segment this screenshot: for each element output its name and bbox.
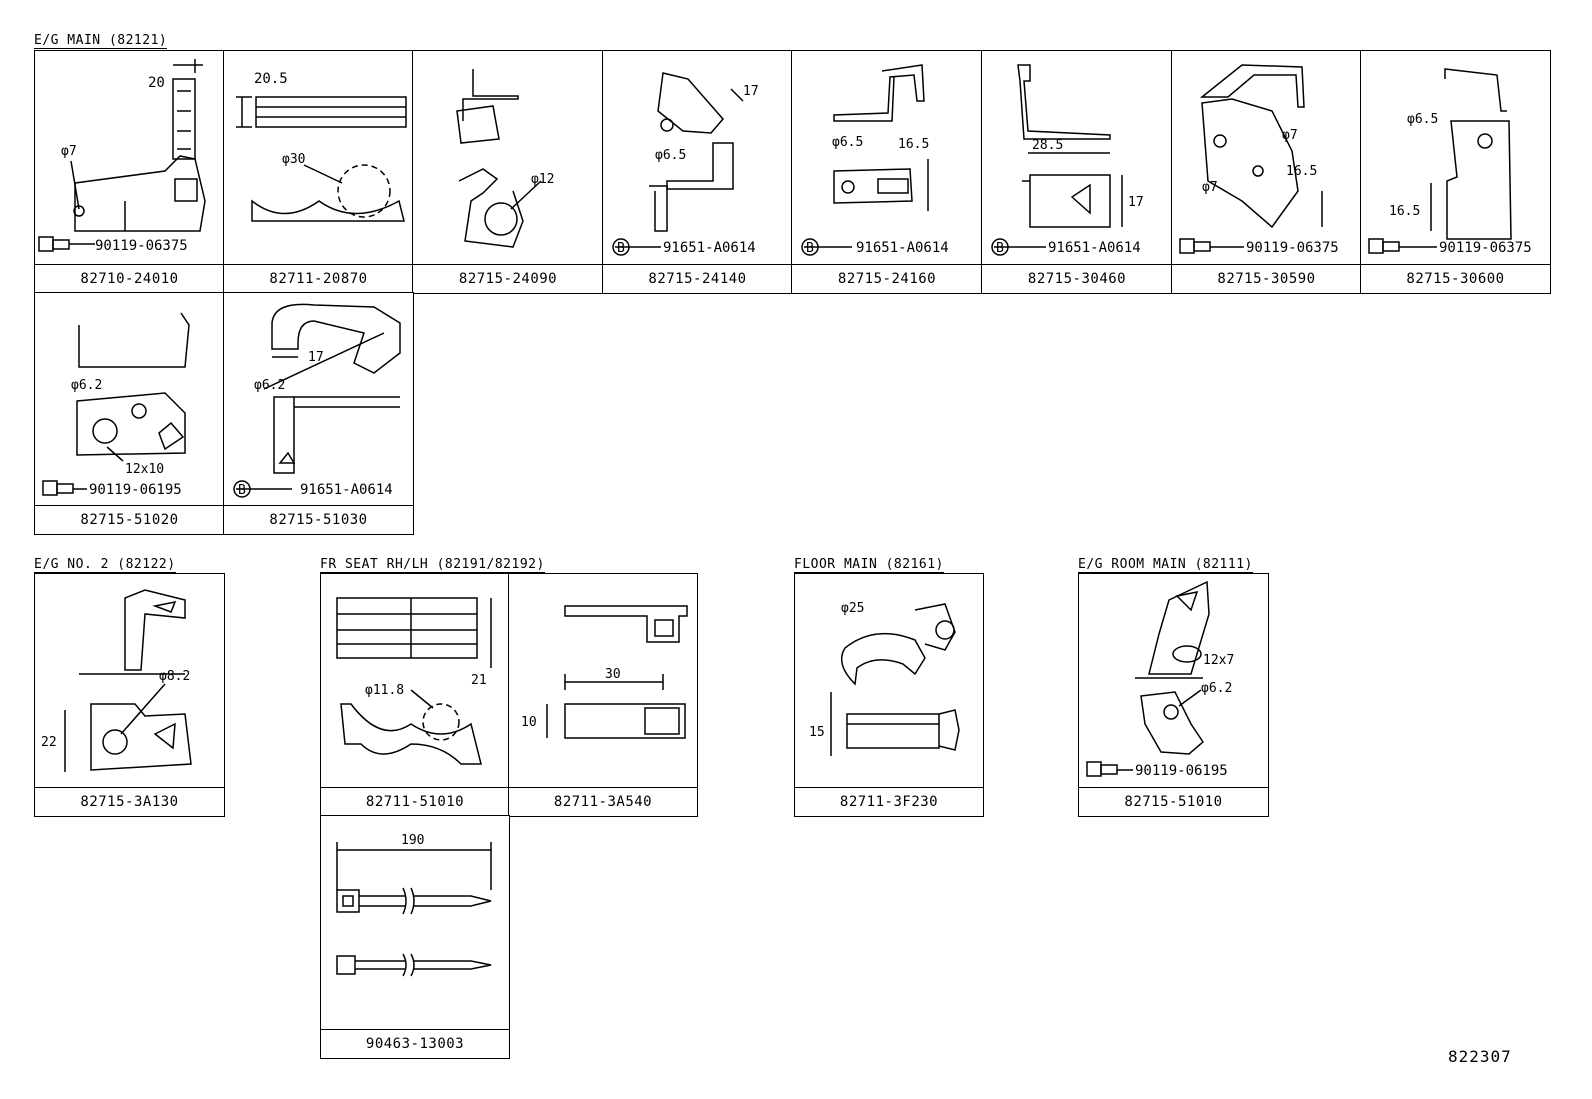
part-number[interactable]: 82715-51020 bbox=[35, 505, 224, 534]
part-cell-82715-30460[interactable]: 28.5 17 B 91651-A0614 82715-30460 bbox=[981, 50, 1173, 294]
part-number[interactable]: 82715-51030 bbox=[224, 505, 413, 534]
part-illustration: 21 φ11.8 bbox=[336, 597, 492, 765]
part-illustration: 17 φ6.5 B 91651-A0614 bbox=[612, 72, 759, 256]
dim-label: φ6.5 bbox=[832, 135, 863, 150]
dim-label: φ6.2 bbox=[254, 378, 285, 393]
fastener-marker: B bbox=[238, 483, 246, 498]
dim-label: 16.5 bbox=[1389, 204, 1420, 219]
dim-label: 12x10 bbox=[125, 462, 164, 477]
part-illustration: 12x7 φ6.2 90119-06195 bbox=[1086, 580, 1234, 779]
fastener-marker: B bbox=[806, 241, 814, 256]
part-cell-82711-51010[interactable]: 21 φ11.8 82711-51010 bbox=[320, 573, 510, 817]
part-number[interactable]: 82715-3A130 bbox=[35, 787, 224, 816]
section-title-eg-room-main: E/G ROOM MAIN (82111) bbox=[1078, 557, 1253, 573]
part-illustration: φ6.2 12x10 90119-06195 bbox=[42, 312, 190, 498]
section-title-eg-main: E/G MAIN (82121) bbox=[34, 33, 168, 49]
part-cell-82715-24090[interactable]: φ12 82715-24090 bbox=[412, 50, 604, 294]
part-cell-82715-3A130[interactable]: φ8.2 22 82715-3A130 bbox=[34, 573, 225, 817]
part-number[interactable]: 82715-30460 bbox=[982, 264, 1172, 293]
part-number[interactable]: 82711-20870 bbox=[224, 264, 413, 293]
section-title-eg-no2: E/G NO. 2 (82122) bbox=[34, 557, 176, 573]
part-cell-82711-20870[interactable]: 20.5 φ30 82711-20870 bbox=[223, 50, 414, 294]
dim-label: φ7 bbox=[1202, 180, 1218, 195]
part-illustration: 190 bbox=[336, 833, 492, 977]
dim-label: 17 bbox=[1128, 195, 1144, 210]
part-number[interactable]: 90463-13003 bbox=[321, 1029, 509, 1058]
dim-label: φ6.5 bbox=[1407, 112, 1438, 127]
part-number[interactable]: 82715-24140 bbox=[603, 264, 792, 293]
fastener-part-number: 90119-06195 bbox=[89, 482, 182, 498]
part-illustration: 20.5 φ30 bbox=[236, 71, 407, 222]
part-number[interactable]: 82711-3A540 bbox=[509, 787, 697, 816]
fastener-marker: B bbox=[617, 241, 625, 256]
dim-label: φ6.2 bbox=[1201, 681, 1232, 696]
part-cell-82715-24140[interactable]: 17 φ6.5 B 91651-A0614 82715-24140 bbox=[602, 50, 793, 294]
fastener-part-number: 90119-06375 bbox=[1439, 240, 1532, 256]
section-title-floor-main: FLOOR MAIN (82161) bbox=[794, 557, 944, 573]
fastener-marker: B bbox=[996, 241, 1004, 256]
dim-label: 12x7 bbox=[1203, 653, 1234, 668]
part-cell-82711-3A540[interactable]: 30 10 82711-3A540 bbox=[508, 573, 698, 817]
fastener-part-number: 91651-A0614 bbox=[663, 240, 756, 256]
dim-label: φ6.5 bbox=[655, 148, 686, 163]
dim-label: φ7 bbox=[61, 144, 77, 159]
part-illustration: φ6.5 16.5 90119-06375 bbox=[1368, 68, 1532, 256]
dim-label: φ7 bbox=[1282, 128, 1298, 143]
dim-label: 22 bbox=[41, 735, 57, 750]
dim-label: 17 bbox=[308, 350, 324, 365]
part-illustration: 17 φ6.2 B 91651-A0614 bbox=[233, 303, 401, 498]
part-number[interactable]: 82711-3F230 bbox=[795, 787, 983, 816]
fastener-part-number: 91651-A0614 bbox=[1048, 240, 1141, 256]
part-illustration: 30 10 bbox=[521, 605, 688, 739]
dim-label: φ30 bbox=[282, 152, 305, 167]
part-illustration: φ6.5 16.5 B 91651-A0614 bbox=[801, 64, 949, 256]
part-illustration: φ12 bbox=[456, 69, 554, 248]
dim-label: 28.5 bbox=[1032, 138, 1063, 153]
dim-label: 21 bbox=[471, 673, 487, 688]
part-number[interactable]: 82715-30600 bbox=[1361, 264, 1550, 293]
dim-label: 15 bbox=[809, 725, 825, 740]
fastener-part-number: 90119-06195 bbox=[1135, 763, 1228, 779]
dim-label: 190 bbox=[401, 833, 424, 848]
diagram-id: 822307 bbox=[1448, 1047, 1512, 1066]
dim-label: 30 bbox=[605, 667, 621, 682]
part-number[interactable]: 82715-51010 bbox=[1079, 787, 1268, 816]
part-number[interactable]: 82711-51010 bbox=[321, 787, 509, 816]
part-cell-82715-30590[interactable]: φ7 φ7 16.5 90119-06375 82715-30590 bbox=[1171, 50, 1362, 294]
fastener-part-number: 90119-06375 bbox=[1246, 240, 1339, 256]
part-cell-82710-24010[interactable]: 20 φ7 90119-06375 82710-24010 bbox=[34, 50, 225, 294]
dim-label: φ12 bbox=[531, 172, 554, 187]
part-cell-82715-51020[interactable]: φ6.2 12x10 90119-06195 82715-51020 bbox=[34, 292, 225, 535]
part-illustration: 20 φ7 90119-06375 bbox=[38, 59, 206, 254]
dim-label: 20.5 bbox=[254, 71, 288, 87]
part-illustration: 28.5 17 B 91651-A0614 bbox=[991, 64, 1144, 256]
dim-label: φ6.2 bbox=[71, 378, 102, 393]
part-cell-82715-30600[interactable]: φ6.5 16.5 90119-06375 82715-30600 bbox=[1360, 50, 1551, 294]
fastener-part-number: 90119-06375 bbox=[95, 238, 188, 254]
fastener-part-number: 91651-A0614 bbox=[300, 482, 393, 498]
dim-label: 16.5 bbox=[898, 137, 929, 152]
part-illustration: φ7 φ7 16.5 90119-06375 bbox=[1179, 64, 1339, 256]
part-illustration: φ8.2 22 bbox=[41, 589, 192, 772]
part-cell-82711-3F230[interactable]: φ25 15 82711-3F230 bbox=[794, 573, 984, 817]
part-cell-82715-51010[interactable]: 12x7 φ6.2 90119-06195 82715-51010 bbox=[1078, 573, 1269, 817]
part-number[interactable]: 82715-24090 bbox=[413, 264, 603, 293]
part-number[interactable]: 82715-24160 bbox=[792, 264, 982, 293]
dim-label: 20 bbox=[148, 75, 165, 91]
part-cell-82715-51030[interactable]: 17 φ6.2 B 91651-A0614 82715-51030 bbox=[223, 292, 414, 535]
dim-label: φ8.2 bbox=[159, 669, 190, 684]
part-number[interactable]: 82715-30590 bbox=[1172, 264, 1361, 293]
part-cell-90463-13003[interactable]: 190 90463-13003 bbox=[320, 815, 510, 1059]
dim-label: 17 bbox=[743, 84, 759, 99]
dim-label: φ25 bbox=[841, 601, 864, 616]
part-illustration: φ25 15 bbox=[809, 601, 960, 756]
section-title-fr-seat: FR SEAT RH/LH (82191/82192) bbox=[320, 557, 545, 573]
part-number[interactable]: 82710-24010 bbox=[35, 264, 224, 293]
part-cell-82715-24160[interactable]: φ6.5 16.5 B 91651-A0614 82715-24160 bbox=[791, 50, 983, 294]
fastener-part-number: 91651-A0614 bbox=[856, 240, 949, 256]
dim-label: φ11.8 bbox=[365, 683, 404, 698]
dim-label: 16.5 bbox=[1286, 164, 1317, 179]
dim-label: 10 bbox=[521, 715, 537, 730]
